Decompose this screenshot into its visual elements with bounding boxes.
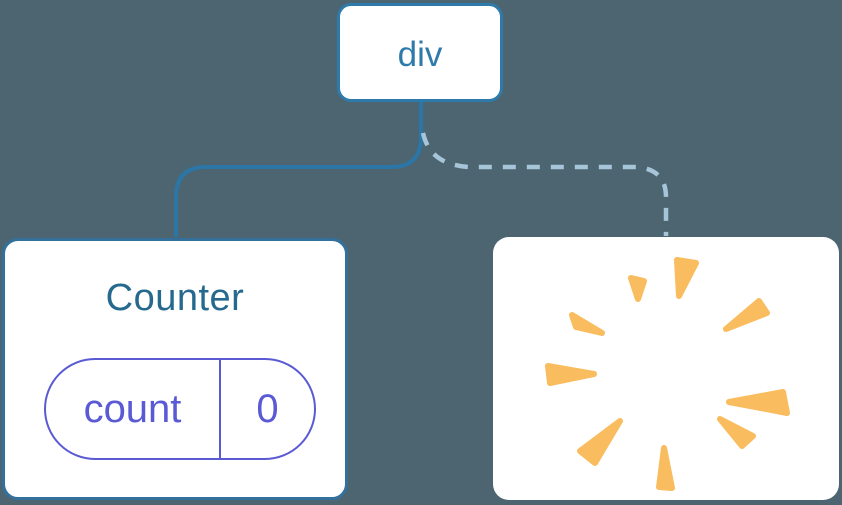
state-value-cell: 0 — [221, 360, 314, 458]
poof-starburst-icon — [545, 257, 790, 491]
div-node: div — [337, 3, 503, 102]
state-value: 0 — [256, 386, 279, 431]
edge-div-to-counter — [174, 102, 423, 237]
counter-title: Counter — [105, 277, 245, 319]
state-pill: count 0 — [44, 358, 316, 460]
state-key-cell: count — [46, 360, 221, 458]
state-key: count — [83, 386, 182, 431]
counter-component-card: Counter count 0 — [2, 238, 348, 500]
edge-div-to-removed — [420, 132, 669, 236]
div-node-label: div — [397, 34, 443, 74]
removed-component-card — [493, 237, 839, 500]
